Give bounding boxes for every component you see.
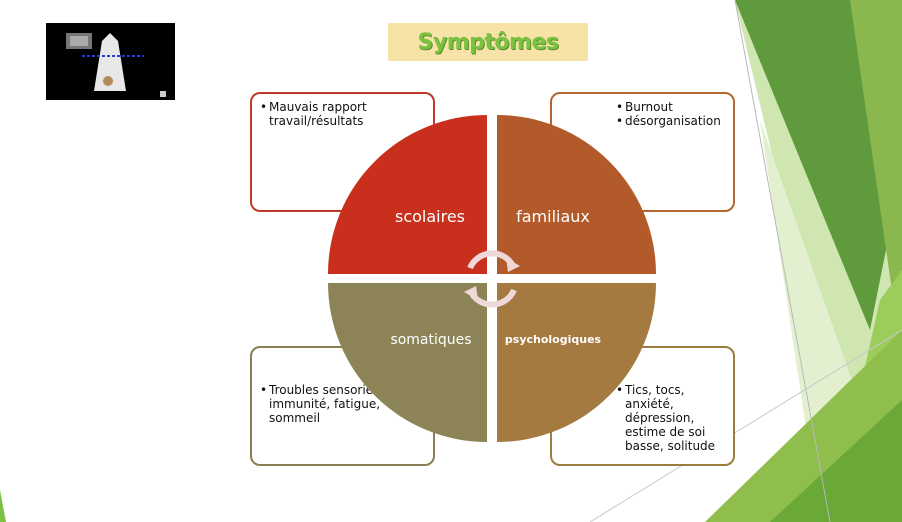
- quadrant-psychologiques: [497, 283, 656, 442]
- list-item: Tics, tocs, anxiété, dépression, estime …: [616, 383, 725, 453]
- label-somatiques: somatiques: [390, 332, 471, 348]
- list-item: Troubles sensoriels, immunité, fatigue, …: [260, 383, 425, 425]
- arrowheads-icon: [464, 258, 520, 300]
- quadrant-somatiques: [328, 283, 487, 442]
- slide-title: Symptômes: [417, 29, 559, 55]
- quadrant-scolaires: [328, 115, 487, 274]
- list-item: Mauvais rapport travail/résultats: [260, 100, 425, 128]
- label-scolaires: scolaires: [395, 207, 465, 226]
- label-familiaux: familiaux: [516, 207, 590, 226]
- label-psychologiques: psychologiques: [505, 333, 602, 346]
- somatiques-list: Troubles sensoriels, immunité, fatigue, …: [260, 383, 425, 425]
- title-banner: Symptômes: [388, 23, 588, 61]
- scolaires-list: Mauvais rapport travail/résultats: [260, 100, 425, 128]
- thumbnail-image: [46, 23, 175, 100]
- psychologiques-list: Tics, tocs, anxiété, dépression, estime …: [616, 383, 725, 453]
- familiaux-list: Burnout désorganisation: [616, 100, 725, 128]
- list-item: désorganisation: [616, 114, 725, 128]
- quadrant-familiaux: [497, 115, 656, 274]
- list-item: Burnout: [616, 100, 725, 114]
